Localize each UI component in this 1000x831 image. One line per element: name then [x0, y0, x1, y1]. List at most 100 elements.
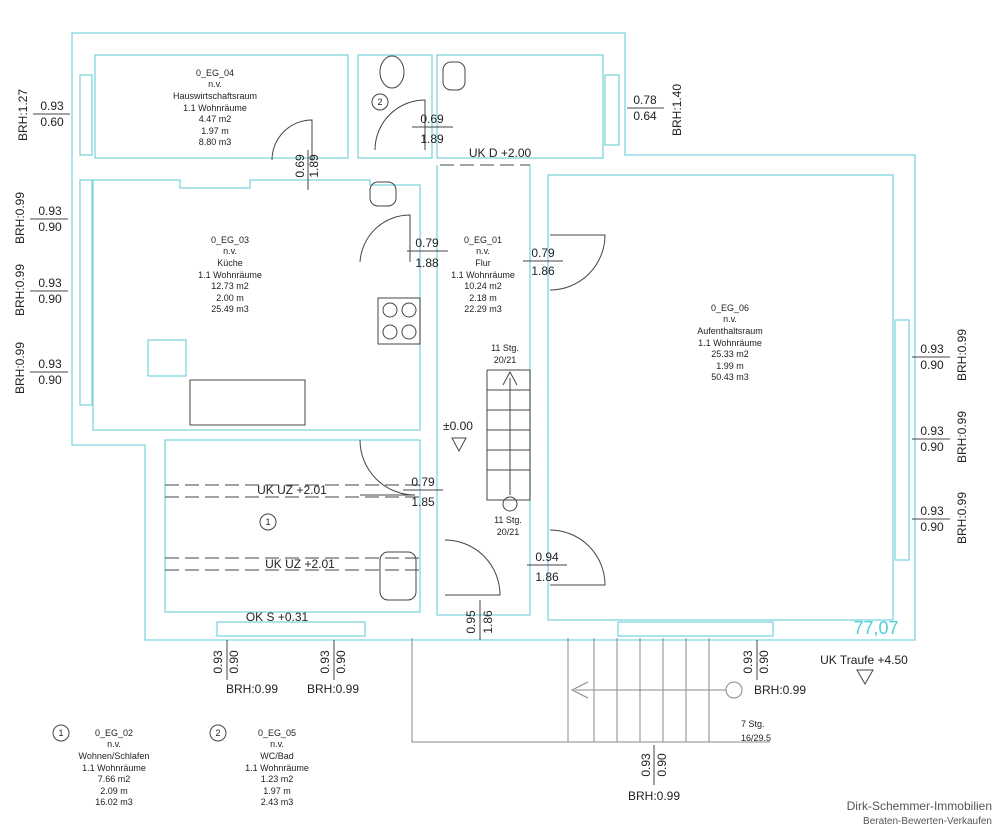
svg-text:20/21: 20/21 — [497, 527, 520, 537]
svg-text:0.93: 0.93 — [920, 342, 944, 356]
level-triangle-icon — [856, 669, 874, 686]
svg-text:0.93: 0.93 — [38, 204, 62, 218]
svg-text:1.1 Wohnräume: 1.1 Wohnräume — [698, 338, 762, 348]
svg-text:0.90: 0.90 — [920, 520, 944, 534]
svg-text:1.1 Wohnräume: 1.1 Wohnräume — [451, 270, 515, 280]
svg-text:0.93: 0.93 — [38, 276, 62, 290]
svg-text:0_EG_06: 0_EG_06 — [711, 303, 749, 313]
svg-text:1.1 Wohnräume: 1.1 Wohnräume — [245, 763, 309, 773]
svg-text:0.90: 0.90 — [38, 220, 62, 234]
svg-text:0.79: 0.79 — [531, 246, 555, 260]
svg-text:50.43 m3: 50.43 m3 — [711, 372, 749, 382]
svg-text:0.90: 0.90 — [655, 753, 669, 777]
window-dim: 0.93 0.90 BRH:0.99 — [13, 264, 68, 316]
svg-text:BRH:0.99: BRH:0.99 — [754, 683, 806, 697]
svg-text:BRH:0.99: BRH:0.99 — [628, 789, 680, 803]
svg-text:1.1 Wohnräume: 1.1 Wohnräume — [198, 270, 262, 280]
svg-text:1.86: 1.86 — [535, 570, 559, 584]
svg-text:BRH:1.27: BRH:1.27 — [16, 89, 30, 141]
svg-text:n.v.: n.v. — [107, 739, 121, 749]
svg-text:0.78: 0.78 — [633, 93, 657, 107]
window-dim: 0.93 0.90 BRH:0.99 — [13, 192, 68, 244]
room-marker-2: 2 — [371, 93, 389, 111]
level-markers: UK D +2.00 ±0.00 UK UZ +2.01 UK UZ +2.01… — [246, 146, 908, 686]
svg-text:0.69: 0.69 — [420, 112, 444, 126]
svg-text:1.85: 1.85 — [411, 495, 435, 509]
svg-text:8.80 m3: 8.80 m3 — [199, 137, 232, 147]
svg-text:2.09 m: 2.09 m — [100, 786, 128, 796]
svg-text:7.66 m2: 7.66 m2 — [98, 774, 131, 784]
svg-text:77,07: 77,07 — [853, 618, 898, 638]
svg-text:UK D +2.00: UK D +2.00 — [469, 146, 532, 160]
svg-text:0.90: 0.90 — [920, 440, 944, 454]
bath-sink-icon — [379, 551, 417, 601]
inner-stairs — [486, 369, 531, 512]
sink-icon — [442, 61, 466, 91]
svg-text:11 Stg.: 11 Stg. — [494, 515, 522, 525]
room-marker-1: 1 — [259, 513, 277, 531]
svg-text:1.89: 1.89 — [307, 154, 321, 178]
walls — [71, 32, 916, 641]
svg-text:UK UZ +2.01: UK UZ +2.01 — [265, 557, 335, 571]
svg-text:1.1 Wohnräume: 1.1 Wohnräume — [183, 103, 247, 113]
svg-text:Dirk-Schemmer-Immobilien: Dirk-Schemmer-Immobilien — [847, 799, 992, 813]
svg-text:0.93: 0.93 — [38, 357, 62, 371]
svg-text:UK UZ +2.01: UK UZ +2.01 — [257, 483, 327, 497]
svg-text:0_EG_05: 0_EG_05 — [258, 728, 296, 738]
svg-text:7 Stg.: 7 Stg. — [741, 719, 765, 729]
svg-text:n.v.: n.v. — [723, 314, 737, 324]
svg-text:0.90: 0.90 — [38, 292, 62, 306]
svg-text:n.v.: n.v. — [270, 739, 284, 749]
svg-text:0.90: 0.90 — [920, 358, 944, 372]
door-dim: 0.791.88 — [407, 236, 448, 270]
svg-text:BRH:0.99: BRH:0.99 — [13, 342, 27, 394]
door-dim: 0.94 1.86 — [527, 550, 567, 584]
svg-text:BRH:0.99: BRH:0.99 — [13, 192, 27, 244]
svg-text:n.v.: n.v. — [208, 79, 222, 89]
svg-text:BRH:0.99: BRH:0.99 — [13, 264, 27, 316]
svg-text:16.02 m3: 16.02 m3 — [95, 797, 133, 807]
svg-text:1: 1 — [265, 517, 270, 527]
svg-text:0.79: 0.79 — [415, 236, 439, 250]
svg-text:0.94: 0.94 — [535, 550, 559, 564]
outer-stairs — [411, 638, 770, 743]
svg-text:Hauswirtschaftsraum: Hauswirtschaftsraum — [173, 91, 257, 101]
svg-text:0.64: 0.64 — [633, 109, 657, 123]
svg-text:2.00 m: 2.00 m — [216, 293, 244, 303]
svg-text:1.97 m: 1.97 m — [201, 126, 229, 136]
svg-text:22.29 m3: 22.29 m3 — [464, 304, 502, 314]
kitchen-sink-icon — [189, 379, 306, 426]
svg-text:1.1 Wohnräume: 1.1 Wohnräume — [82, 763, 146, 773]
svg-text:OK S +0.31: OK S +0.31 — [246, 610, 309, 624]
svg-text:0.90: 0.90 — [334, 650, 348, 674]
svg-text:BRH:0.99: BRH:0.99 — [955, 492, 969, 544]
svg-text:0.90: 0.90 — [757, 650, 771, 674]
svg-text:0.90: 0.90 — [227, 650, 241, 674]
svg-text:1.86: 1.86 — [531, 264, 555, 278]
svg-text:20/21: 20/21 — [494, 355, 517, 365]
svg-text:0.93: 0.93 — [211, 650, 225, 674]
door-dim: 0.79 1.86 — [523, 246, 563, 278]
svg-text:10.24 m2: 10.24 m2 — [464, 281, 502, 291]
svg-text:0.93: 0.93 — [920, 424, 944, 438]
svg-text:1.23 m2: 1.23 m2 — [261, 774, 294, 784]
svg-text:0_EG_03: 0_EG_03 — [211, 235, 249, 245]
svg-text:11 Stg.: 11 Stg. — [491, 343, 519, 353]
